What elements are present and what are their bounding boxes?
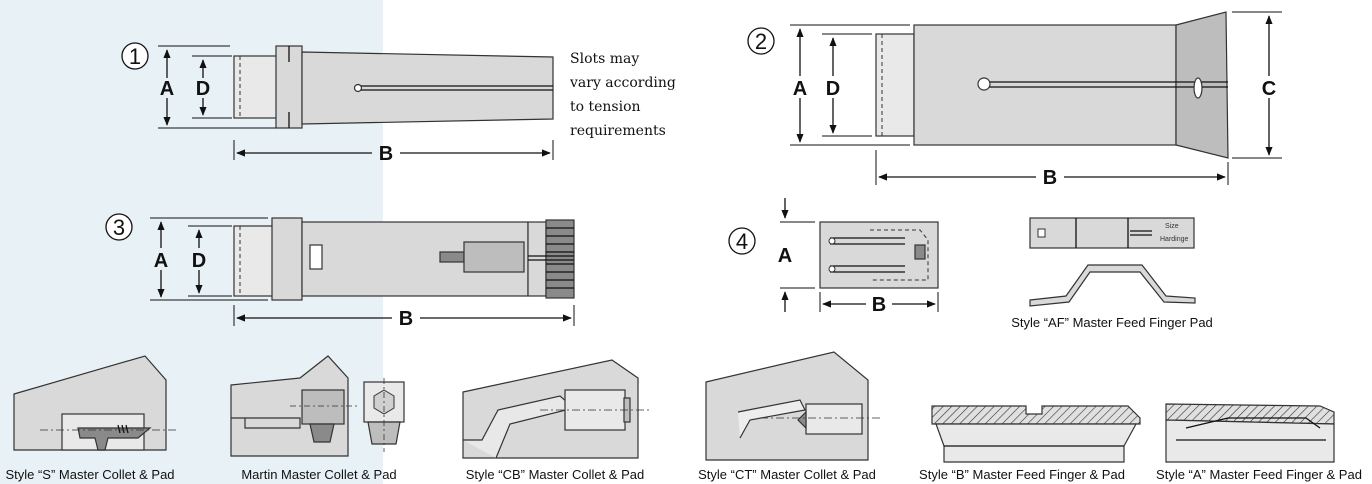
style-af-pad: Size Hardinge Style “AF” Master Feed Fin… <box>1011 217 1213 330</box>
figure-1-collet: 1 A D B <box>121 42 554 165</box>
note-line-4: requirements <box>570 123 666 139</box>
figure-4-number: 4 <box>736 229 748 254</box>
style-a-drawing: Style “A” Master Feed Finger & Pad <box>1156 403 1362 482</box>
style-ct-drawing: Style “CT” Master Collet & Pad <box>698 351 880 482</box>
caption-style-s: Style “S” Master Collet & Pad <box>5 467 174 482</box>
martin-drawing: Martin Master Collet & Pad <box>230 355 405 482</box>
figure-3-dimension-d: D <box>192 250 206 272</box>
figure-1-dimension-d: D <box>196 78 210 100</box>
style-cb-drawing: Style “CB” Master Collet & Pad <box>462 359 650 482</box>
note-line-1: Slots may <box>570 51 639 67</box>
figure-4-dimension-b: B <box>872 294 886 316</box>
figure-4-dimension-a: A <box>778 245 792 267</box>
figure-3-number-circle <box>105 213 133 241</box>
figure-4-number-circle <box>728 227 756 255</box>
figure-3-dimension-a: A <box>154 250 168 272</box>
figure-2-dimension-b: B <box>1043 167 1057 189</box>
figure-3-number: 3 <box>113 215 125 240</box>
figure-2-dimension-c: C <box>1262 78 1276 100</box>
style-s-drawing: Style “S” Master Collet & Pad <box>5 355 178 482</box>
figure-3-collet: 3 A D B <box>105 213 575 330</box>
pad-stamp-line-1: Size <box>1165 223 1179 230</box>
caption-style-cb: Style “CB” Master Collet & Pad <box>466 467 644 482</box>
figure-2-collet: 2 A D C B <box>747 11 1282 189</box>
pad-stamp-line-2: Hardinge <box>1160 236 1189 243</box>
figure-2-dimension-d: D <box>826 78 840 100</box>
note-line-2: vary according <box>569 75 676 91</box>
figure-1-number-circle <box>121 42 149 70</box>
caption-style-b: Style “B” Master Feed Finger & Pad <box>919 467 1125 482</box>
note-line-3: to tension <box>570 99 641 115</box>
caption-af-pad: Style “AF” Master Feed Finger Pad <box>1011 315 1213 330</box>
figure-2-number-circle <box>747 27 775 55</box>
style-b-drawing: Style “B” Master Feed Finger & Pad <box>919 405 1141 482</box>
figure-2-number: 2 <box>755 29 767 54</box>
figure-2-dimension-a: A <box>793 78 807 100</box>
caption-martin: Martin Master Collet & Pad <box>241 467 396 482</box>
slots-note: Slots may vary according to tension requ… <box>569 51 676 139</box>
figure-1-dimension-b: B <box>379 143 393 165</box>
caption-style-a: Style “A” Master Feed Finger & Pad <box>1156 467 1362 482</box>
figure-4-pad: 4 A B <box>728 198 939 316</box>
figure-1-number: 1 <box>129 44 141 69</box>
figure-1-dimension-a: A <box>160 78 174 100</box>
figure-3-dimension-b: B <box>399 308 413 330</box>
caption-style-ct: Style “CT” Master Collet & Pad <box>698 467 876 482</box>
